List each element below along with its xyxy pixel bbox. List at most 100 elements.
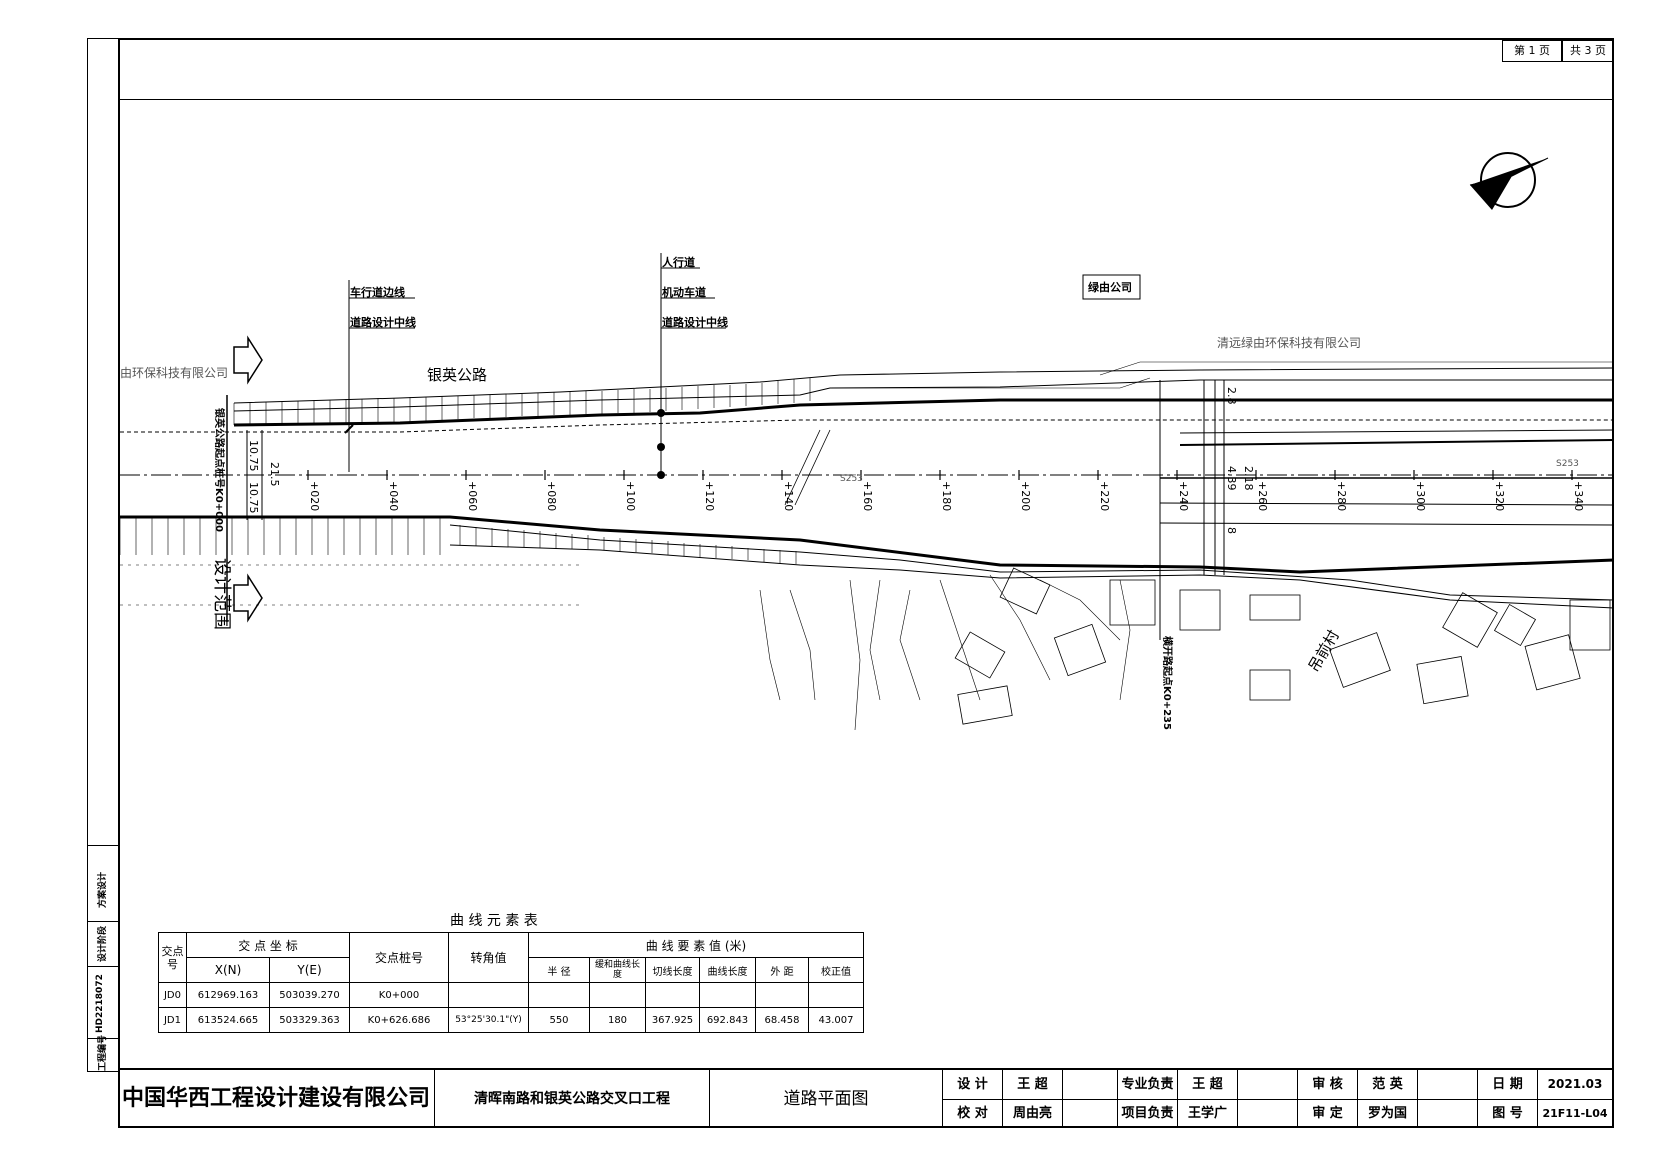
th-station: 交点桩号 — [349, 932, 449, 983]
review-sign — [1418, 1070, 1478, 1099]
station-label: +040 — [387, 481, 400, 512]
design-sign — [1063, 1070, 1118, 1099]
station-label: +240 — [1177, 481, 1190, 512]
cell-angle: 53°25'30.1"(Y) — [448, 1007, 529, 1033]
station-label: +060 — [466, 481, 479, 512]
spec-label: 专业负责 — [1118, 1070, 1178, 1099]
cell-station: K0+000 — [349, 982, 449, 1008]
cell-x: 613524.665 — [186, 1007, 270, 1033]
th-angle: 转角值 — [448, 932, 529, 983]
north-arrow-icon — [1469, 152, 1549, 210]
strip-cell-scheme: 方案设计 — [87, 845, 118, 921]
callout-left-1: 车行道边线 — [350, 286, 405, 299]
station-label: +140 — [782, 481, 795, 512]
th-spiral: 缓和曲线长 度 — [589, 957, 646, 983]
station-label: +300 — [1414, 481, 1427, 512]
cell-radius — [528, 982, 590, 1008]
station-label: +100 — [624, 481, 637, 512]
cell-jd: JD1 — [158, 1007, 187, 1033]
drawing-no-label: 图 号 — [1478, 1099, 1538, 1128]
title-block: 中国华西工程设计建设有限公司 清晖南路和银英公路交叉口工程 道路平面图 设 计 … — [118, 1068, 1614, 1128]
approve-sign — [1418, 1099, 1478, 1128]
callout-left-2: 道路设计中线 — [350, 316, 416, 329]
station-label: +080 — [545, 481, 558, 512]
width-w4: 2.8 — [1225, 387, 1238, 405]
curve-table-title: 曲 线 元 素 表 — [450, 913, 538, 929]
cell-angle — [448, 982, 529, 1008]
th-tangent: 切线长度 — [645, 957, 700, 983]
th-curve-length: 曲线长度 — [699, 957, 756, 983]
station-label: +180 — [940, 481, 953, 512]
callout-mid-3: 道路设计中线 — [662, 316, 728, 329]
station-label: +200 — [1019, 481, 1032, 512]
route-code-2: S253 — [1556, 459, 1579, 469]
th-radius: 半 径 — [528, 957, 590, 983]
proj-label: 项目负责 — [1118, 1099, 1178, 1128]
th-x: X(N) — [186, 957, 270, 983]
station-label: +260 — [1256, 481, 1269, 512]
project-name: 清晖南路和银英公路交叉口工程 — [435, 1070, 710, 1128]
drawing-border — [118, 38, 1614, 1128]
station-label: +120 — [703, 481, 716, 512]
spec-name: 王 超 — [1178, 1070, 1238, 1099]
cell-correction: 43.007 — [808, 1007, 864, 1033]
page-total: 共 3 页 — [1562, 40, 1614, 62]
station-label: +220 — [1098, 481, 1111, 512]
cell-curve-length — [699, 982, 756, 1008]
end-station-label: 横开路起点K0+235 — [1161, 636, 1172, 730]
callout-mid-2: 机动车道 — [662, 286, 706, 299]
approve-name: 罗为国 — [1358, 1099, 1418, 1128]
cell-spiral: 180 — [589, 1007, 646, 1033]
cell-tangent: 367.925 — [645, 1007, 700, 1033]
company-left-label: 由环保科技有限公司 — [120, 366, 229, 380]
check-name: 周由亮 — [1003, 1099, 1063, 1128]
cell-radius: 550 — [528, 1007, 590, 1033]
th-coord: 交 点 坐 标 — [186, 932, 350, 958]
th-jd: 交点号 — [158, 932, 187, 983]
strip-cell-project-no: HD2218072 — [87, 966, 118, 1038]
proj-sign — [1238, 1099, 1298, 1128]
strip-cell-stage: 设计阶段 — [87, 921, 118, 966]
cell-external: 68.458 — [755, 1007, 809, 1033]
date-label: 日 期 — [1478, 1070, 1538, 1099]
company-name: 中国华西工程设计建设有限公司 — [118, 1070, 435, 1128]
drawing-name: 道路平面图 — [710, 1070, 943, 1128]
strip-cell-project-no-label: 工程编号 — [87, 1035, 118, 1072]
station-label: +020 — [308, 481, 321, 512]
review-label: 审 核 — [1298, 1070, 1358, 1099]
check-sign — [1063, 1099, 1118, 1128]
cell-station: K0+626.686 — [349, 1007, 449, 1033]
header-divider — [118, 99, 1614, 100]
spec-sign — [1238, 1070, 1298, 1099]
cell-spiral — [589, 982, 646, 1008]
design-name: 王 超 — [1003, 1070, 1063, 1099]
title-block-row-divider — [943, 1099, 1612, 1100]
cell-correction — [808, 982, 864, 1008]
curve-elements-table: 交点号 交 点 坐 标 交点桩号 转角值 曲 线 要 素 值 (米) X(N) … — [158, 932, 864, 1033]
left-info-strip — [87, 38, 118, 1072]
date-value: 2021.03 — [1547, 1077, 1603, 1091]
th-external: 外 距 — [755, 957, 809, 983]
cell-curve-length: 692.843 — [699, 1007, 756, 1033]
width-w7: 8 — [1225, 527, 1238, 534]
th-y: Y(E) — [269, 957, 350, 983]
station-label: +340 — [1572, 481, 1585, 512]
company-right-label: 清远绿由环保科技有限公司 — [1217, 336, 1362, 350]
width-w1: 10.75 — [247, 440, 260, 472]
cell-y: 503329.363 — [269, 1007, 350, 1033]
station-label: +280 — [1335, 481, 1348, 512]
road-name-label: 银英公路 — [427, 366, 488, 384]
cell-jd: JD0 — [158, 982, 187, 1008]
table-row: JD1 613524.665 503329.363 K0+626.686 53°… — [158, 1007, 864, 1033]
cell-external — [755, 982, 809, 1008]
width-w3: 21.5 — [268, 462, 281, 487]
width-w6: 2.18 — [1242, 466, 1255, 491]
approve-label: 审 定 — [1298, 1099, 1358, 1128]
width-w5: 4.39 — [1225, 466, 1238, 491]
table-row: JD0 612969.163 503039.270 K0+000 — [158, 982, 864, 1008]
cell-y: 503039.270 — [269, 982, 350, 1008]
design-range-label: 设计范围 — [211, 558, 232, 630]
drawing-no-value: 21F11-L04 — [1542, 1107, 1608, 1120]
cell-tangent — [645, 982, 700, 1008]
